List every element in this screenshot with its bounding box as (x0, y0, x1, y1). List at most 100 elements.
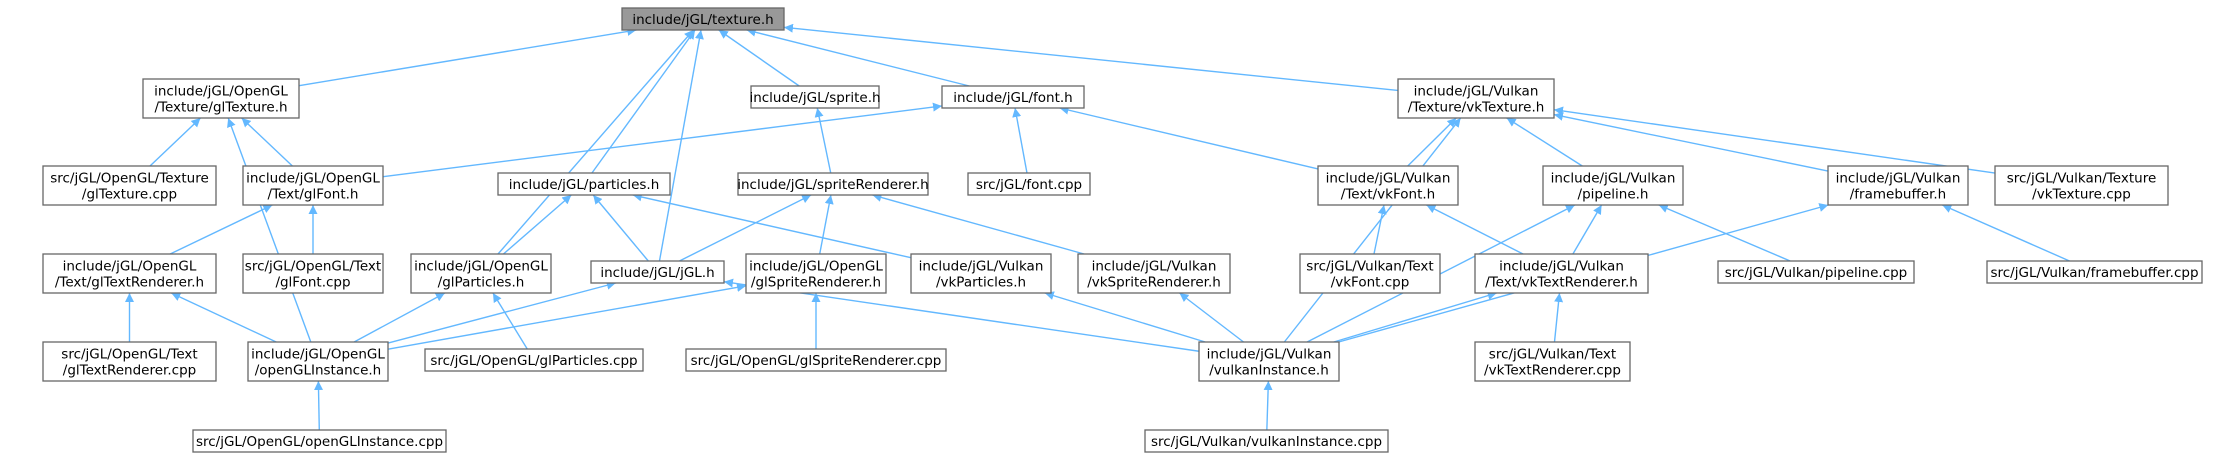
node-box[interactable] (497, 172, 671, 196)
node-particles_h[interactable]: include/jGL/particles.h (497, 172, 671, 196)
node-label-line: src/jGL/OpenGL/Text (245, 259, 381, 275)
node-vulkaninstance_h[interactable]: include/jGL/Vulkan/vulkanInstance.h (1198, 341, 1340, 382)
node-label-line: /Texture/vkTexture.h (1408, 100, 1545, 116)
node-box[interactable] (192, 429, 447, 453)
node-framebuffer_h[interactable]: include/jGL/Vulkan/framebuffer.h (1827, 165, 1969, 206)
node-jgl_h[interactable]: include/jGL/jGL.h (590, 260, 725, 284)
node-label-line: /glFont.cpp (275, 275, 350, 291)
edge-vulkaninstance_h-to-pipeline_h (1306, 204, 1576, 343)
node-vkparticles_h[interactable]: include/jGL/Vulkan/vkParticles.h (910, 253, 1052, 294)
node-label-line: src/jGL/OpenGL/Text (61, 347, 197, 363)
node-glspriterenderer_cpp[interactable]: src/jGL/OpenGL/glSpriteRenderer.cpp (685, 348, 947, 372)
node-box[interactable] (745, 253, 887, 294)
node-box[interactable] (685, 348, 947, 372)
node-label-line: /pipeline.h (1578, 187, 1649, 203)
node-gltexture_cpp[interactable]: src/jGL/OpenGL/Texture/glTexture.cpp (42, 165, 217, 206)
node-box[interactable] (750, 85, 880, 109)
edge-line (1553, 111, 1829, 172)
node-vktexture_cpp[interactable]: src/jGL/Vulkan/Texture/vkTexture.cpp (1994, 165, 2169, 206)
edge-line (387, 283, 747, 350)
node-box[interactable] (1299, 253, 1441, 294)
node-label-line: include/jGL/font.h (953, 90, 1072, 106)
node-vktexture_h[interactable]: include/jGL/Vulkan/Texture/vkTexture.h (1397, 78, 1555, 119)
node-gltexture_h[interactable]: include/jGL/OpenGL/Texture/glTexture.h (142, 78, 300, 119)
node-glspriterenderer_h[interactable]: include/jGL/OpenGL/glSpriteRenderer.h (745, 253, 887, 294)
edge-vkfont_h-to-font_h (1059, 105, 1319, 170)
node-pipeline_h[interactable]: include/jGL/Vulkan/pipeline.h (1542, 165, 1684, 206)
node-box[interactable] (242, 253, 384, 294)
node-label-line: include/jGL/texture.h (632, 12, 773, 28)
node-label-line: /vulkanInstance.h (1209, 363, 1329, 379)
node-box[interactable] (737, 172, 929, 196)
edge-line (1012, 107, 1028, 174)
node-pipeline_cpp[interactable]: src/jGL/Vulkan/pipeline.cpp (1717, 260, 1915, 284)
node-box[interactable] (1474, 253, 1649, 294)
node-box[interactable] (42, 253, 217, 294)
node-label-line: include/jGL/OpenGL (251, 347, 385, 363)
node-label-line: src/jGL/Vulkan/pipeline.cpp (1725, 265, 1908, 281)
node-box[interactable] (1077, 253, 1231, 294)
node-box[interactable] (424, 348, 644, 372)
node-openglinstance_cpp[interactable]: src/jGL/OpenGL/openGLInstance.cpp (192, 429, 447, 453)
node-label-line: include/jGL/OpenGL (246, 171, 380, 187)
node-glfont_cpp[interactable]: src/jGL/OpenGL/Text/glFont.cpp (242, 253, 384, 294)
node-box[interactable] (941, 85, 1085, 109)
edge-font_cpp-to-font_h (1012, 107, 1028, 174)
node-vkspriterenderer_h[interactable]: include/jGL/Vulkan/vkSpriteRenderer.h (1077, 253, 1231, 294)
node-box[interactable] (247, 341, 389, 382)
edge-line (382, 102, 943, 178)
edge-openglinstance_h-to-jgl_h (387, 280, 616, 344)
node-texture_h[interactable]: include/jGL/texture.h (621, 7, 785, 31)
node-vkfont_cpp[interactable]: src/jGL/Vulkan/Text/vkFont.cpp (1299, 253, 1441, 294)
node-box[interactable] (1542, 165, 1684, 206)
edge-line (1407, 117, 1457, 167)
node-box[interactable] (590, 260, 725, 284)
node-box[interactable] (1994, 165, 2169, 206)
edge-line (497, 29, 694, 255)
node-openglinstance_h[interactable]: include/jGL/OpenGL/openGLInstance.h (247, 341, 389, 382)
edge-line (814, 107, 832, 174)
edge-openglinstance_h-to-glspriterenderer_h (387, 283, 747, 350)
node-box[interactable] (42, 165, 217, 206)
node-glfont_h[interactable]: include/jGL/OpenGL/Text/glFont.h (242, 165, 384, 206)
node-box[interactable] (910, 253, 1052, 294)
node-gltextrenderer_h[interactable]: include/jGL/OpenGL/Text/glTextRenderer.h (42, 253, 217, 294)
node-glparticles_h[interactable]: include/jGL/OpenGL/glParticles.h (410, 253, 552, 294)
node-box[interactable] (1474, 341, 1631, 382)
node-font_h[interactable]: include/jGL/font.h (941, 85, 1085, 109)
node-box[interactable] (1144, 429, 1389, 453)
node-box[interactable] (1397, 78, 1555, 119)
node-box[interactable] (1827, 165, 1969, 206)
node-label-line: /glTextRenderer.cpp (63, 363, 196, 379)
node-spriterenderer_h[interactable]: include/jGL/spriteRenderer.h (737, 172, 929, 196)
node-gltextrenderer_cpp[interactable]: src/jGL/OpenGL/Text/glTextRenderer.cpp (42, 341, 217, 382)
edge-line (819, 194, 834, 255)
node-vkfont_h[interactable]: include/jGL/Vulkan/Text/vkFont.h (1317, 165, 1459, 206)
edge-vktexture_cpp-to-vktexture_h (1553, 106, 1996, 174)
node-box[interactable] (1986, 260, 2203, 284)
node-label-line: src/jGL/OpenGL/glParticles.cpp (430, 353, 637, 369)
node-vktextrenderer_cpp[interactable]: src/jGL/Vulkan/Text/vkTextRenderer.cpp (1474, 341, 1631, 382)
node-box[interactable] (1198, 341, 1340, 382)
node-box[interactable] (242, 165, 384, 206)
node-label-line: include/jGL/sprite.h (749, 90, 880, 106)
node-label-line: src/jGL/Vulkan/framebuffer.cpp (1990, 265, 2198, 281)
edge-line (492, 292, 528, 350)
node-sprite_h[interactable]: include/jGL/sprite.h (749, 85, 881, 109)
node-box[interactable] (410, 253, 552, 294)
node-vulkaninstance_cpp[interactable]: src/jGL/Vulkan/vulkanInstance.cpp (1144, 429, 1389, 453)
node-box[interactable] (142, 78, 300, 119)
nodes-layer: include/jGL/texture.hinclude/jGL/OpenGL/… (42, 7, 2203, 453)
node-glparticles_cpp[interactable]: src/jGL/OpenGL/glParticles.cpp (424, 348, 644, 372)
edge-vulkaninstance_h-to-vkspriterenderer_h (1179, 292, 1244, 343)
node-box[interactable] (1717, 260, 1915, 284)
edge-pipeline_cpp-to-pipeline_h (1658, 204, 1791, 262)
node-framebuffer_cpp[interactable]: src/jGL/Vulkan/framebuffer.cpp (1986, 260, 2203, 284)
node-font_cpp[interactable]: src/jGL/font.cpp (967, 172, 1091, 196)
node-box[interactable] (621, 7, 785, 31)
node-box[interactable] (1317, 165, 1459, 206)
node-vktextrenderer_h[interactable]: include/jGL/Vulkan/Text/vkTextRenderer.h (1474, 253, 1649, 294)
edge-line (746, 27, 970, 87)
node-box[interactable] (42, 341, 217, 382)
node-box[interactable] (967, 172, 1091, 196)
